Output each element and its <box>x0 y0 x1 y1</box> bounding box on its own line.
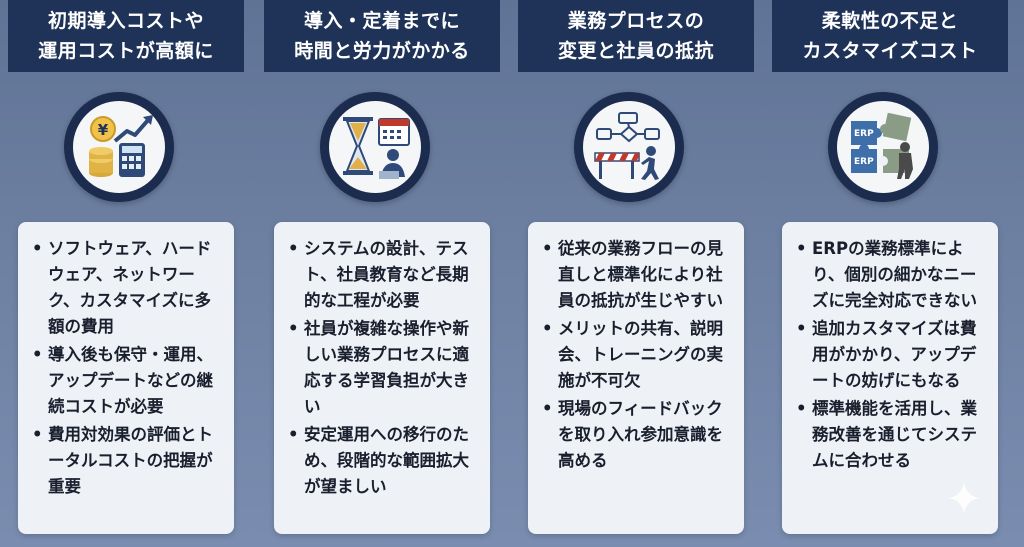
column-header: 柔軟性の不足と カスタマイズコスト <box>772 0 1008 72</box>
header-line-2: カスタマイズコスト <box>802 40 978 62</box>
column-cost: 初期導入コストや 運用コストが高額に ¥ <box>8 0 244 547</box>
column-header: 導入・定着までに 時間と労力がかかる <box>264 0 500 72</box>
svg-text:¥: ¥ <box>98 121 109 139</box>
process-barrier-icon <box>574 92 684 202</box>
bullet-item: 安定運用への移行のため、段階的な範囲拡大が望ましい <box>288 422 480 500</box>
sparkle-icon <box>948 482 980 514</box>
column-process: 業務プロセスの 変更と社員の抵抗 <box>518 0 754 547</box>
erp-label-bottom: ERP <box>854 157 874 167</box>
bullet-item: 社員が複雑な操作や新しい業務プロセスに適応する学習負担が大きい <box>288 316 480 420</box>
column-flexibility: 柔軟性の不足と カスタマイズコスト ERP ERP <box>772 0 1008 547</box>
header-line-2: 運用コストが高額に <box>38 40 214 62</box>
bullet-item: 追加カスタマイズは費用がかかり、アップデートの妨げにもなる <box>796 316 988 394</box>
column-header: 初期導入コストや 運用コストが高額に <box>8 0 244 72</box>
column-header: 業務プロセスの 変更と社員の抵抗 <box>518 0 754 72</box>
bullet-card: システムの設計、テスト、社員教育など長期的な工程が必要 社員が複雑な操作や新しい… <box>274 222 490 534</box>
bullet-item: ソフトウェア、ハードウェア、ネットワーク、カスタマイズに多額の費用 <box>32 236 224 340</box>
header-line-2: 変更と社員の抵抗 <box>557 40 714 62</box>
bullet-card: ソフトウェア、ハードウェア、ネットワーク、カスタマイズに多額の費用 導入後も保守… <box>18 222 234 534</box>
bullet-item: 現場のフィードバックを取り入れ参加意識を高める <box>542 396 734 474</box>
erp-puzzle-icon: ERP ERP <box>828 92 938 202</box>
bullet-item: 従来の業務フローの見直しと標準化により社員の抵抗が生じやすい <box>542 236 734 314</box>
header-line-1: 初期導入コストや <box>47 10 204 32</box>
bullet-item: 標準機能を活用し、業務改善を通じてシステムに合わせる <box>796 396 988 474</box>
bullet-item: ERPの業務標準により、個別の細かなニーズに完全対応できない <box>796 236 988 314</box>
bullet-item: メリットの共有、説明会、トレーニングの実施が不可欠 <box>542 316 734 394</box>
bullet-item: システムの設計、テスト、社員教育など長期的な工程が必要 <box>288 236 480 314</box>
column-time: 導入・定着までに 時間と労力がかかる <box>264 0 500 547</box>
bullet-card: 従来の業務フローの見直しと標準化により社員の抵抗が生じやすい メリットの共有、説… <box>528 222 744 534</box>
header-line-1: 柔軟性の不足と <box>821 10 959 32</box>
cost-chart-icon: ¥ <box>64 92 174 202</box>
bullet-item: 費用対効果の評価とトータルコストの把握が重要 <box>32 422 224 500</box>
erp-label-top: ERP <box>854 129 874 139</box>
header-line-1: 業務プロセスの <box>567 10 705 32</box>
bullet-card: ERPの業務標準により、個別の細かなニーズに完全対応できない 追加カスタマイズは… <box>782 222 998 534</box>
header-line-2: 時間と労力がかかる <box>294 40 470 62</box>
bullet-item: 導入後も保守・運用、アップデートなどの継続コストが必要 <box>32 342 224 420</box>
hourglass-calendar-icon <box>320 92 430 202</box>
header-line-1: 導入・定着までに <box>303 10 460 32</box>
